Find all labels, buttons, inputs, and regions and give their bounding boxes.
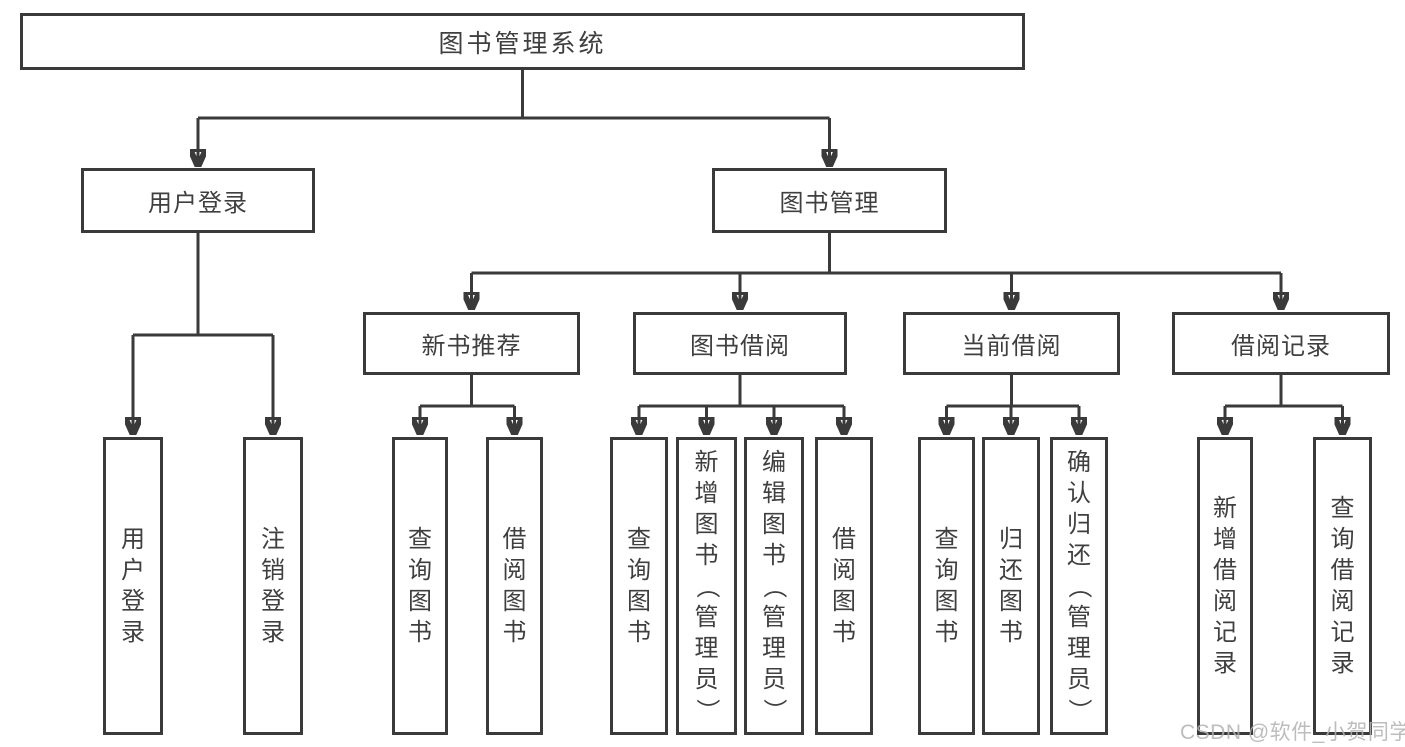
leaf-borrowing-borrow-books: 借阅图书	[815, 437, 873, 735]
connector-root-to-level1	[198, 70, 830, 167]
leaf-user-login: 用户登录	[103, 437, 163, 735]
leaf-current-query-books: 查询图书	[918, 437, 975, 735]
node-new-book-recommend: 新书推荐	[363, 312, 580, 375]
leaf-current-return-books: 归还图书	[982, 437, 1040, 735]
node-library-management-system: 图书管理系统	[20, 13, 1025, 70]
leaf-borrowing-add-books-admin: 新增图书（管理员）	[676, 437, 737, 735]
node-book-borrowing: 图书借阅	[633, 312, 847, 375]
leaf-logout: 注销登录	[243, 437, 303, 735]
node-borrowing-records: 借阅记录	[1172, 312, 1390, 375]
connector-user-login-children	[133, 233, 273, 435]
leaf-newbook-query-books: 查询图书	[392, 437, 448, 735]
connector-borrowing-records-children	[1225, 375, 1343, 435]
node-book-management: 图书管理	[712, 168, 947, 233]
connector-book-borrowing-children	[639, 375, 844, 435]
connector-current-borrowing-children	[947, 375, 1080, 435]
connector-new-book-recommend-children	[420, 375, 515, 435]
leaf-newbook-borrow-books: 借阅图书	[486, 437, 543, 735]
leaf-borrowing-query-books: 查询图书	[610, 437, 668, 735]
leaf-current-confirm-return-admin: 确认归还（管理员）	[1050, 437, 1108, 735]
csdn-watermark: CSDN @软件_小贺同学	[1180, 721, 1405, 744]
node-current-borrowing: 当前借阅	[903, 312, 1120, 375]
leaf-records-query-borrow-record: 查询借阅记录	[1313, 437, 1372, 735]
leaf-borrowing-edit-books-admin: 编辑图书（管理员）	[744, 437, 804, 735]
connector-book-management-children	[472, 233, 1282, 310]
leaf-records-add-borrow-record: 新增借阅记录	[1197, 437, 1253, 735]
node-user-login: 用户登录	[81, 168, 315, 233]
